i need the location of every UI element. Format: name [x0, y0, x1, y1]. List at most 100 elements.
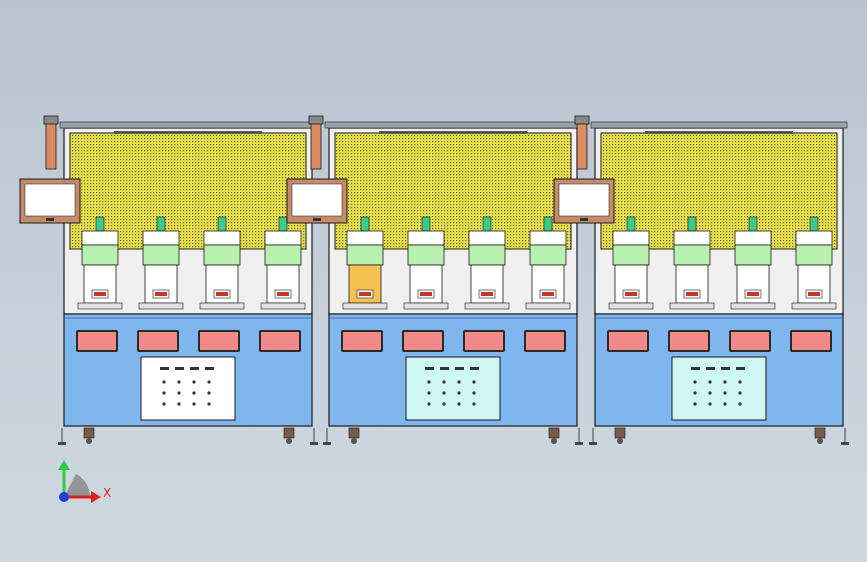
head-motor	[612, 230, 650, 246]
signal-tower-cap	[308, 115, 324, 125]
head-motor	[203, 230, 241, 246]
panel-switch	[706, 367, 715, 370]
caster	[814, 427, 826, 439]
panel-button	[162, 380, 166, 384]
panel-button	[457, 391, 461, 395]
process-head-3	[464, 216, 510, 310]
panel-button	[472, 380, 476, 384]
caster-wheel	[617, 438, 623, 444]
fixture-part	[216, 292, 228, 296]
caster	[348, 427, 360, 439]
leveling-foot-pad	[58, 442, 66, 445]
head-base-plate	[791, 302, 837, 310]
panel-switch	[455, 367, 464, 370]
process-head-4	[525, 216, 571, 310]
temperature-display	[200, 332, 238, 350]
head-nozzle	[626, 216, 636, 232]
fixture-part	[542, 292, 554, 296]
triad-rotation-arc	[64, 474, 90, 497]
leveling-foot-pad	[323, 442, 331, 445]
machine-assembly	[19, 115, 849, 445]
orientation-triad[interactable]: X	[58, 460, 111, 503]
head-nozzle	[809, 216, 819, 232]
guard-rail	[379, 131, 527, 134]
panel-button	[192, 402, 196, 406]
fixture-part	[277, 292, 289, 296]
panel-switch	[175, 367, 184, 370]
panel-button	[708, 380, 712, 384]
process-head-3	[199, 216, 245, 310]
fixture-part	[481, 292, 493, 296]
fixture-part	[94, 292, 106, 296]
signal-tower	[576, 116, 588, 170]
panel-button	[723, 380, 727, 384]
hmi-screen-3	[553, 178, 615, 224]
safety-mesh-guard	[334, 132, 572, 250]
head-motor	[468, 230, 506, 246]
panel-button	[738, 391, 742, 395]
head-nozzle	[95, 216, 105, 232]
panel-switch	[205, 367, 214, 370]
fixture-part	[808, 292, 820, 296]
panel-button	[427, 380, 431, 384]
panel-button	[693, 402, 697, 406]
control-panel	[140, 356, 236, 421]
fixture-part	[359, 292, 371, 296]
signal-tower-cap	[574, 115, 590, 125]
caster-wheel	[817, 438, 823, 444]
head-motor	[734, 230, 772, 246]
hmi-button	[313, 218, 321, 221]
process-head-1	[608, 216, 654, 310]
machine-2	[308, 115, 583, 445]
caster-wheel	[351, 438, 357, 444]
panel-button	[472, 402, 476, 406]
head-body	[203, 244, 241, 266]
head-motor	[81, 230, 119, 246]
temperature-display	[526, 332, 564, 350]
head-base-plate	[260, 302, 306, 310]
panel-button	[738, 380, 742, 384]
panel-button	[162, 402, 166, 406]
panel-button	[723, 402, 727, 406]
process-head-2	[669, 216, 715, 310]
panel-button	[427, 402, 431, 406]
caster-wheel	[286, 438, 292, 444]
panel-switch	[470, 367, 479, 370]
panel-switch	[721, 367, 730, 370]
head-motor	[346, 230, 384, 246]
leveling-foot-pad	[575, 442, 583, 445]
panel-button	[442, 402, 446, 406]
fixture-part	[155, 292, 167, 296]
guard-rail	[114, 131, 262, 134]
hmi-screen-2	[286, 178, 348, 224]
guard-rail	[645, 131, 793, 134]
panel-button	[457, 380, 461, 384]
temperature-display	[731, 332, 769, 350]
head-base-plate	[138, 302, 184, 310]
panel-button	[738, 402, 742, 406]
head-body	[795, 244, 833, 266]
caster	[83, 427, 95, 439]
hmi-screen-1	[19, 178, 81, 224]
head-motor	[264, 230, 302, 246]
panel-button	[177, 380, 181, 384]
control-panel	[671, 356, 767, 421]
triad-x-label: X	[103, 486, 111, 500]
temperature-display	[404, 332, 442, 350]
hmi-button	[580, 218, 588, 221]
head-base-plate	[669, 302, 715, 310]
head-motor	[673, 230, 711, 246]
triad-z-axis-dot	[59, 492, 69, 502]
fixture-part	[747, 292, 759, 296]
head-nozzle	[360, 216, 370, 232]
triad-x-arrow	[91, 491, 101, 503]
head-nozzle	[156, 216, 166, 232]
top-beam	[590, 121, 848, 129]
safety-mesh-guard	[600, 132, 838, 250]
signal-tower	[45, 116, 57, 170]
fixture-part	[420, 292, 432, 296]
head-body	[529, 244, 567, 266]
head-motor	[795, 230, 833, 246]
process-head-2	[403, 216, 449, 310]
